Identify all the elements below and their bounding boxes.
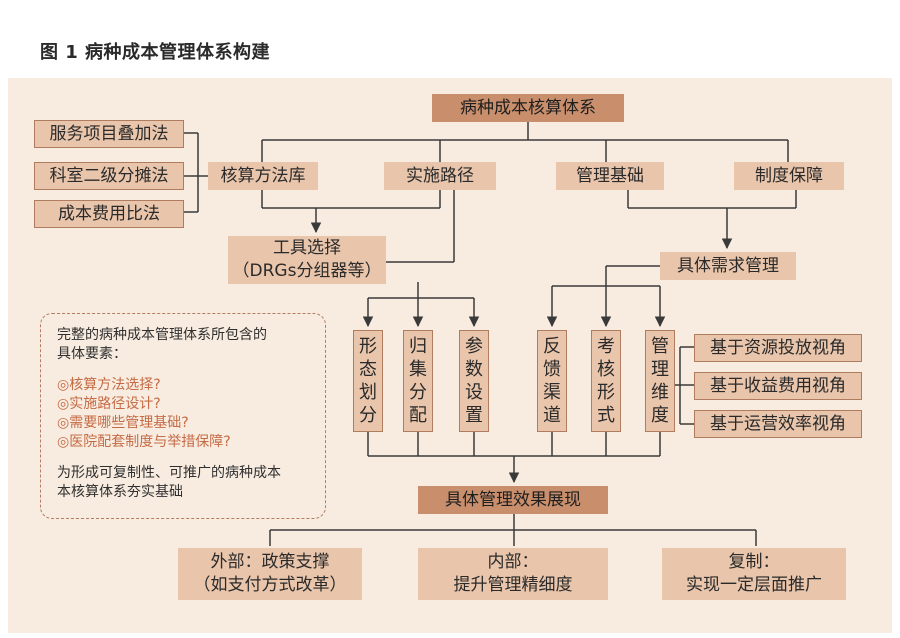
node-tool-selection: 工具选择 （DRGs分组器等） <box>228 236 386 284</box>
char: 划 <box>359 382 377 403</box>
char: 态 <box>359 359 377 380</box>
tool-selection-line-1: 工具选择 <box>273 238 341 258</box>
char: 维 <box>651 382 669 403</box>
char: 管 <box>651 336 669 357</box>
note-question: ◎核算方法选择? <box>57 377 161 393</box>
char: 归 <box>409 336 427 357</box>
tool-selection-line-2: （DRGs分组器等） <box>232 261 382 281</box>
outcome-replication-line-2: 实现一定层面推广 <box>686 575 822 595</box>
node-form-division: 形 态 划 分 <box>353 330 383 432</box>
note-conclusion-line-1: 为形成可复制性、可推广的病种成本 <box>57 465 281 481</box>
note-question: ◎实施路径设计? <box>57 396 161 412</box>
char: 道 <box>543 405 561 426</box>
char: 置 <box>465 405 483 426</box>
char: 形 <box>359 336 377 357</box>
char: 分 <box>409 382 427 403</box>
note-conclusion-line-2: 本核算体系夯实基础 <box>57 484 183 500</box>
node-management-effect: 具体管理效果展现 <box>418 486 608 514</box>
outcome-internal-line-1: 内部： <box>487 552 539 572</box>
char: 反 <box>543 336 561 357</box>
node-institutional-guarantee: 制度保障 <box>734 162 844 190</box>
char: 参 <box>465 336 483 357</box>
note-intro-line-1: 完整的病种成本管理体系所包含的 <box>57 327 267 343</box>
node-implementation-path: 实施路径 <box>384 162 496 190</box>
elements-note: 完整的病种成本管理体系所包含的 具体要素： ◎核算方法选择? ◎实施路径设计? … <box>40 313 326 519</box>
char: 核 <box>597 359 615 380</box>
char: 形 <box>597 382 615 403</box>
char: 理 <box>651 359 669 380</box>
node-parameter-setting: 参 数 设 置 <box>459 330 489 432</box>
char: 分 <box>359 405 377 426</box>
node-management-foundation: 管理基础 <box>556 162 664 190</box>
char: 数 <box>465 359 483 380</box>
char: 渠 <box>543 382 561 403</box>
node-cost-accounting-system: 病种成本核算体系 <box>432 94 624 122</box>
note-question: ◎医院配套制度与举措保障? <box>57 434 231 450</box>
node-outcome-replication: 复制： 实现一定层面推广 <box>662 548 846 600</box>
node-method-cost-ratio: 成本费用比法 <box>34 200 184 228</box>
node-method-department-allocation: 科室二级分摊法 <box>34 162 184 190</box>
char: 集 <box>409 359 427 380</box>
char: 度 <box>651 405 669 426</box>
char: 配 <box>409 405 427 426</box>
figure-title: 图 1 病种成本管理体系构建 <box>40 42 271 63</box>
node-outcome-internal: 内部： 提升管理精细度 <box>418 548 608 600</box>
note-intro-line-2: 具体要素： <box>57 346 127 362</box>
char: 馈 <box>543 359 561 380</box>
node-management-dimension: 管 理 维 度 <box>645 330 675 432</box>
outcome-replication-line-1: 复制： <box>728 552 780 572</box>
outcome-external-line-2: （如支付方式改革） <box>193 575 347 595</box>
char: 式 <box>597 405 615 426</box>
node-assessment-form: 考 核 形 式 <box>591 330 621 432</box>
node-outcome-external: 外部：政策支撑 （如支付方式改革） <box>178 548 362 600</box>
outcome-external-line-1: 外部：政策支撑 <box>210 552 330 572</box>
node-accounting-method-library: 核算方法库 <box>208 162 318 190</box>
char: 考 <box>597 336 615 357</box>
outcome-internal-line-2: 提升管理精细度 <box>453 575 573 595</box>
node-perspective-revenue: 基于收益费用视角 <box>694 372 862 400</box>
char: 设 <box>465 382 483 403</box>
node-method-service-item: 服务项目叠加法 <box>34 120 184 148</box>
node-perspective-resource: 基于资源投放视角 <box>694 334 862 362</box>
node-feedback-channel: 反 馈 渠 道 <box>537 330 567 432</box>
note-question: ◎需要哪些管理基础? <box>57 415 189 431</box>
node-specific-needs-management: 具体需求管理 <box>660 252 796 280</box>
node-perspective-efficiency: 基于运营效率视角 <box>694 410 862 438</box>
node-collection-allocation: 归 集 分 配 <box>403 330 433 432</box>
